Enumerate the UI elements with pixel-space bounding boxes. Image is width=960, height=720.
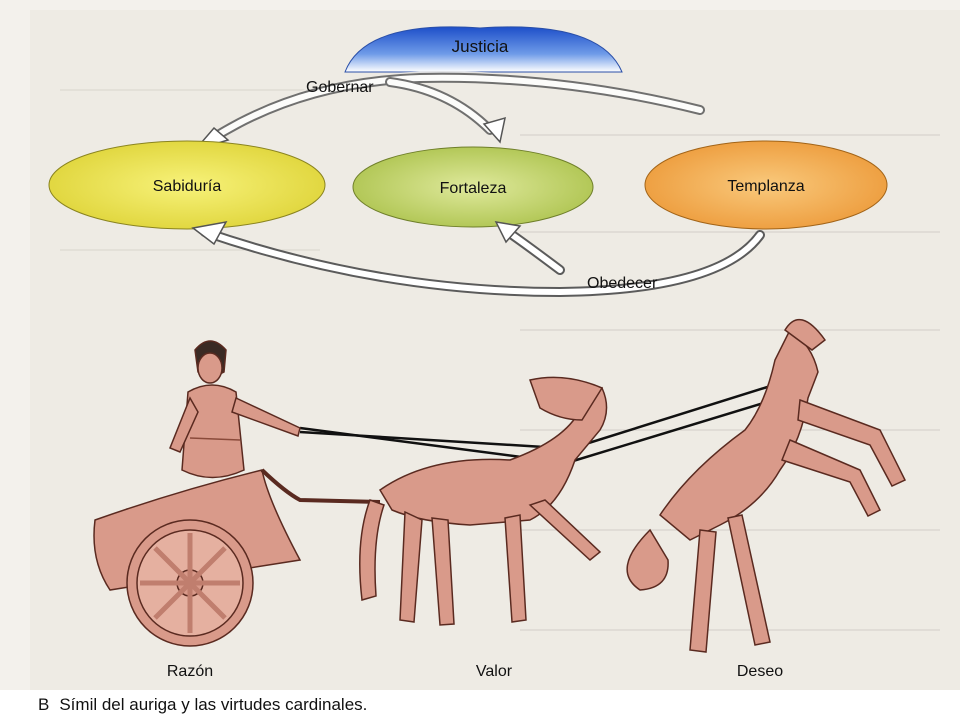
sabiduria-label: Sabiduría: [153, 178, 222, 195]
figure-caption: B Símil del auriga y las virtudes cardina…: [0, 690, 960, 720]
razon-label: Razón: [167, 663, 213, 680]
caption-letter: B: [38, 695, 50, 714]
justicia-label: Justicia: [452, 37, 509, 56]
obedecer-arrows: [200, 225, 765, 298]
fortaleza-label: Fortaleza: [440, 180, 507, 197]
fortaleza-node: Fortaleza: [352, 146, 594, 228]
reins: [299, 381, 791, 467]
valor-label: Valor: [476, 663, 513, 680]
caption-text: Símil del auriga y las virtudes cardinal…: [59, 695, 368, 714]
templanza-label: Templanza: [727, 178, 804, 195]
deseo-label: Deseo: [737, 663, 783, 680]
arrowhead-sabiduria-bottom: [191, 220, 228, 246]
obedecer-label: Obedecer: [587, 275, 658, 292]
gobernar-label: Gobernar: [306, 79, 374, 96]
gobernar-arrows: [203, 71, 707, 147]
charioteer-figure: [169, 340, 301, 479]
horse-deseo: [626, 318, 907, 653]
arrowhead-fortaleza-bottom: [494, 221, 522, 244]
chariot: [93, 468, 381, 647]
arrowhead-fortaleza-top: [482, 116, 506, 144]
horse-valor: [359, 376, 608, 626]
justicia-node: Justicia: [344, 26, 623, 73]
sabiduria-node: Sabiduría: [48, 140, 326, 230]
templanza-node: Templanza: [644, 140, 888, 230]
